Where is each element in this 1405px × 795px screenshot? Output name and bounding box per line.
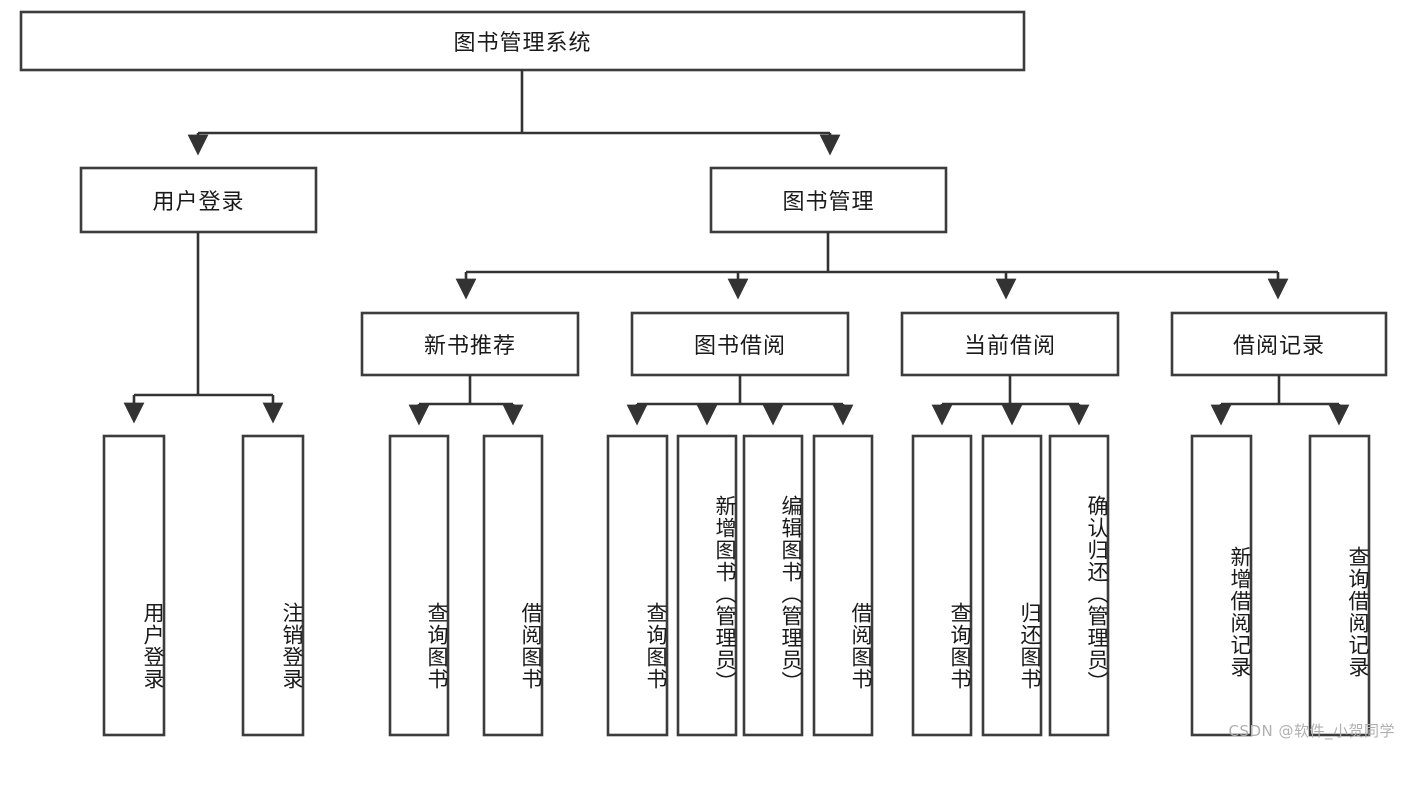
- node-box-new-book-recommendation[interactable]: [360, 311, 580, 377]
- node-box-leaf-3[interactable]: [482, 434, 544, 737]
- node-box-leaf-7[interactable]: [812, 434, 874, 737]
- connector-newbook-to-leaves: [408, 375, 524, 426]
- connector-root-to-level2: [187, 70, 841, 156]
- node-box-leaf-2[interactable]: [388, 434, 450, 737]
- node-box-borrowing-records[interactable]: [1170, 311, 1388, 377]
- node-box-root[interactable]: [19, 10, 1026, 72]
- flowchart-canvas: 图书管理系统 用户登录 图书管理 新书推荐 图书借阅 当前借阅 借阅记录 用户登…: [19, 10, 1395, 740]
- node-box-leaf-0[interactable]: [102, 434, 166, 737]
- node-box-leaf-4[interactable]: [606, 434, 669, 737]
- node-box-leaf-6[interactable]: [742, 434, 804, 737]
- node-box-book-management[interactable]: [709, 166, 948, 234]
- node-box-leaf-12[interactable]: [1308, 434, 1371, 737]
- connector-userlogin-to-leaves: [123, 232, 284, 424]
- node-box-leaf-1[interactable]: [241, 434, 305, 737]
- connector-currentborrow-to-leaves: [931, 375, 1090, 426]
- connector-borrowrecord-to-leaves: [1210, 375, 1350, 426]
- node-box-current-borrowing[interactable]: [900, 311, 1120, 377]
- node-box-leaf-5[interactable]: [676, 434, 738, 737]
- csdn-watermark: CSDN @软件_小贺同学: [1228, 722, 1395, 740]
- node-box-book-borrowing[interactable]: [630, 311, 850, 377]
- node-box-leaf-11[interactable]: [1190, 434, 1253, 737]
- node-box-leaf-10[interactable]: [1048, 434, 1110, 737]
- connector-bookborrow-to-leaves: [626, 375, 854, 426]
- node-box-user-login[interactable]: [79, 166, 318, 234]
- flowchart-svg: [19, 10, 1388, 737]
- node-box-leaf-9[interactable]: [981, 434, 1043, 737]
- connector-bookmgmt-to-level3: [455, 232, 1289, 300]
- node-box-leaf-8[interactable]: [911, 434, 973, 737]
